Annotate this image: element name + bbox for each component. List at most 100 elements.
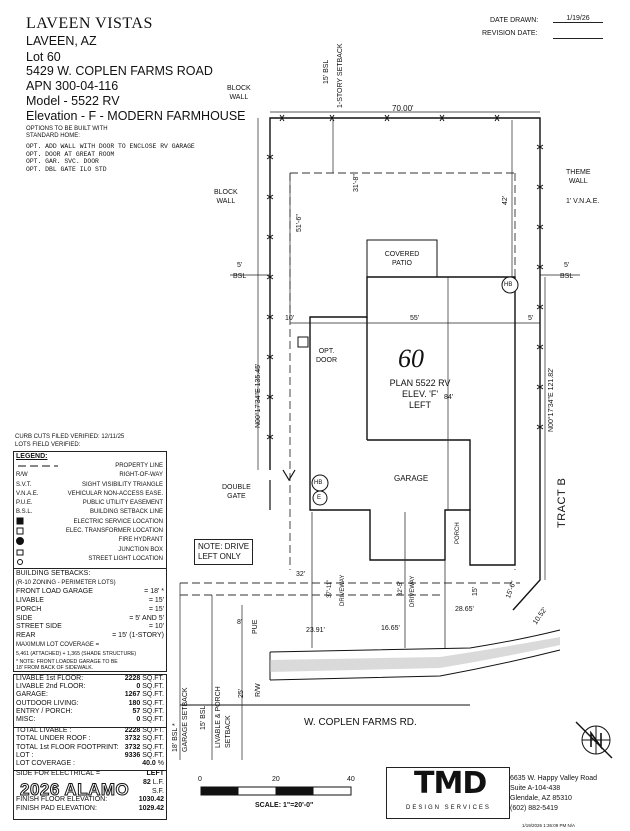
dim-16-65: 16.65': [381, 625, 400, 632]
dim-70: 70.00': [392, 104, 414, 113]
hb-label-front: HB: [314, 480, 323, 486]
garage-label: GARAGE: [394, 474, 429, 483]
setback-row: FRONT LOAD GARAGE= 18' *: [16, 587, 164, 595]
total-row: TOTAL 1st FLOOR FOOTPRINT:3732 SQ.FT.: [16, 743, 164, 751]
apn: APN 300-04-116: [26, 79, 119, 93]
note-drive: NOTE: DRIVE LEFT ONLY: [194, 539, 254, 565]
legend-item: ELECTRIC SERVICE LOCATION: [73, 518, 163, 525]
area-row: ENTRY / PORCH:57 SQ.FT.: [16, 707, 164, 715]
revision-date-label: REVISION DATE:: [482, 30, 538, 37]
dim-28-65: 28.65': [455, 606, 474, 613]
plan-info: PLAN 5522 RV ELEV. 'F' LEFT: [380, 378, 460, 411]
footer-box: [13, 770, 167, 820]
dim-15: 15': [472, 586, 479, 596]
elevation-label: Elevation: [26, 109, 78, 123]
dim-51-6: 51'-6": [296, 214, 303, 232]
lot-number: Lot 60: [26, 50, 61, 64]
date-drawn-label: DATE DRAWN:: [490, 17, 539, 24]
bsl-right-label: 5' BSL: [560, 262, 574, 280]
dim-32: 32': [296, 571, 306, 578]
legend-title: LEGEND:: [16, 453, 48, 460]
plan-orientation: LEFT: [408, 400, 431, 410]
setbacks-block: BUILDING SETBACKS: (R-10 ZONING - PERIME…: [16, 570, 164, 671]
community-name: LAVEEN VISTAS: [26, 15, 153, 32]
address-line: 6635 W. Happy Valley Road: [510, 775, 598, 782]
setbacks-box: [13, 568, 167, 672]
legend-item: V.N.A.E.VEHICULAR NON-ACCESS EASE.: [16, 490, 163, 497]
scale-bar: [200, 786, 352, 796]
area-row: LIVABLE 1st FLOOR:2228 SQ.FT.: [16, 675, 164, 682]
dim-10: 10': [285, 315, 295, 322]
totals-block: TOTAL LIVABLE :2228 SQ.FT. TOTAL UNDER R…: [16, 727, 164, 768]
north-arrow-icon: [575, 721, 613, 759]
setbacks-zoning: (R-10 ZONING - PERIMETER LOTS): [16, 579, 116, 586]
area-row: GARAGE:1267 SQ.FT.: [16, 691, 164, 699]
setback-row: SIDE= 5' AND 5': [16, 614, 164, 622]
plan-elev: ELEV. 'F': [401, 389, 439, 399]
option-item: OPT. DOOR AT GREAT ROOM: [26, 150, 115, 158]
date-drawn-value: 1/19/26: [553, 15, 603, 23]
footer-block: SIDE FOR ELECTRICAL =LEFT 82 L.F. S.F. F…: [16, 770, 164, 814]
company-logo-box: [386, 767, 510, 819]
setback-lines: [180, 172, 520, 596]
dim-55: 55': [410, 315, 420, 322]
dim-31-8: 31'-8": [353, 174, 360, 192]
dim-5: 5': [528, 315, 534, 322]
setback-row: LIVABLE= 15': [16, 596, 164, 604]
electrical-row: SIDE FOR ELECTRICAL =LEFT: [16, 770, 164, 777]
property-line: [269, 117, 541, 611]
dim-23-91: 23.91': [306, 627, 325, 634]
legend-item: PROPERTY LINE: [115, 463, 163, 469]
option-item: OPT. ADD WALL WITH DOOR TO ENCLOSE RV GA…: [26, 143, 195, 150]
elevation-value: - F - MODERN FARMHOUSE: [77, 109, 246, 123]
bsl-15-label: 15' BSL: [200, 705, 207, 730]
dim-32-5: 32'-5": [398, 580, 404, 596]
block-wall-top-label: BLOCK WALL: [227, 85, 251, 101]
street-name: W. COPLEN FARMS RD.: [304, 717, 417, 728]
areas-block: LIVABLE 1st FLOOR:2228 SQ.FT. LIVABLE 2n…: [16, 675, 164, 724]
scale-tick-40: 40: [347, 776, 355, 783]
e-label: E: [317, 495, 322, 501]
total-row: TOTAL UNDER ROOF :3732 SQ.FT.: [16, 735, 164, 743]
dim-42: 42': [502, 195, 509, 205]
double-gate-shape: [282, 469, 296, 482]
legend-item: ELEC. TRANSFORMER LOCATION: [65, 528, 163, 535]
legend-symbols: [16, 465, 58, 565]
elevation: Elevation - F - MODERN FARMHOUSE: [26, 109, 246, 123]
footer-row: S.F.: [151, 787, 164, 795]
setback-15-bsl-top: 15' BSL: [323, 59, 330, 84]
finish-row: FINISH PAD ELEVATION:1029.42: [16, 805, 164, 813]
coverage-title: MAXIMUM LOT COVERAGE =: [16, 642, 100, 649]
option-item: OPT. GAR. SVC. DOOR: [26, 158, 99, 166]
options-list: OPT. ADD WALL WITH DOOR TO ENCLOSE RV GA…: [26, 143, 195, 173]
legend-item: P.U.E.PUBLIC UTILITY EASEMENT: [16, 500, 163, 507]
bsl-left-label: 5' BSL: [233, 262, 247, 280]
phone: (602) 882-5419: [510, 805, 558, 812]
legend-item: S.V.T.SIGHT VISIBILITY TRIANGLE: [16, 481, 163, 488]
theme-wall-label: THEME WALL: [566, 169, 591, 185]
garage-setback-label: 18' BSL * GARAGE SETBACK: [172, 687, 189, 752]
setback-row: STREET SIDE= 10': [16, 623, 164, 631]
total-row: LOT COVERAGE :40.0 %: [16, 760, 164, 768]
area-row: OUTDOOR LIVING:180 SQ.FT.: [16, 699, 164, 707]
dim-84: 84': [444, 394, 454, 401]
footer-row: 82 L.F.: [142, 778, 164, 786]
covered-patio-shape: [366, 239, 438, 278]
dim-37-11: 37'-11": [327, 579, 333, 598]
watermark: 2026 ALAMO: [19, 780, 130, 800]
address: 5429 W. COPLEN FARMS ROAD: [26, 64, 213, 78]
setback-row: PORCH= 15': [16, 605, 164, 613]
city: LAVEEN, AZ: [26, 34, 97, 48]
print-timestamp: 1/19/2026 1:36:09 PM N/A: [522, 823, 576, 828]
setbacks-title: BUILDING SETBACKS:: [16, 570, 91, 577]
company-logo: TMD: [414, 766, 487, 801]
company-address: 6635 W. Happy Valley Road Suite A-104-43…: [510, 774, 597, 814]
sidewalk-hatch: [270, 637, 560, 672]
hose-bib-icon: [501, 276, 519, 294]
legend-item: STREET LIGHT LOCATION: [88, 555, 163, 562]
rw-label: R/W: [255, 683, 262, 697]
tract-b-label: TRACT B: [556, 477, 568, 528]
porch-label: PORCH: [455, 522, 461, 544]
